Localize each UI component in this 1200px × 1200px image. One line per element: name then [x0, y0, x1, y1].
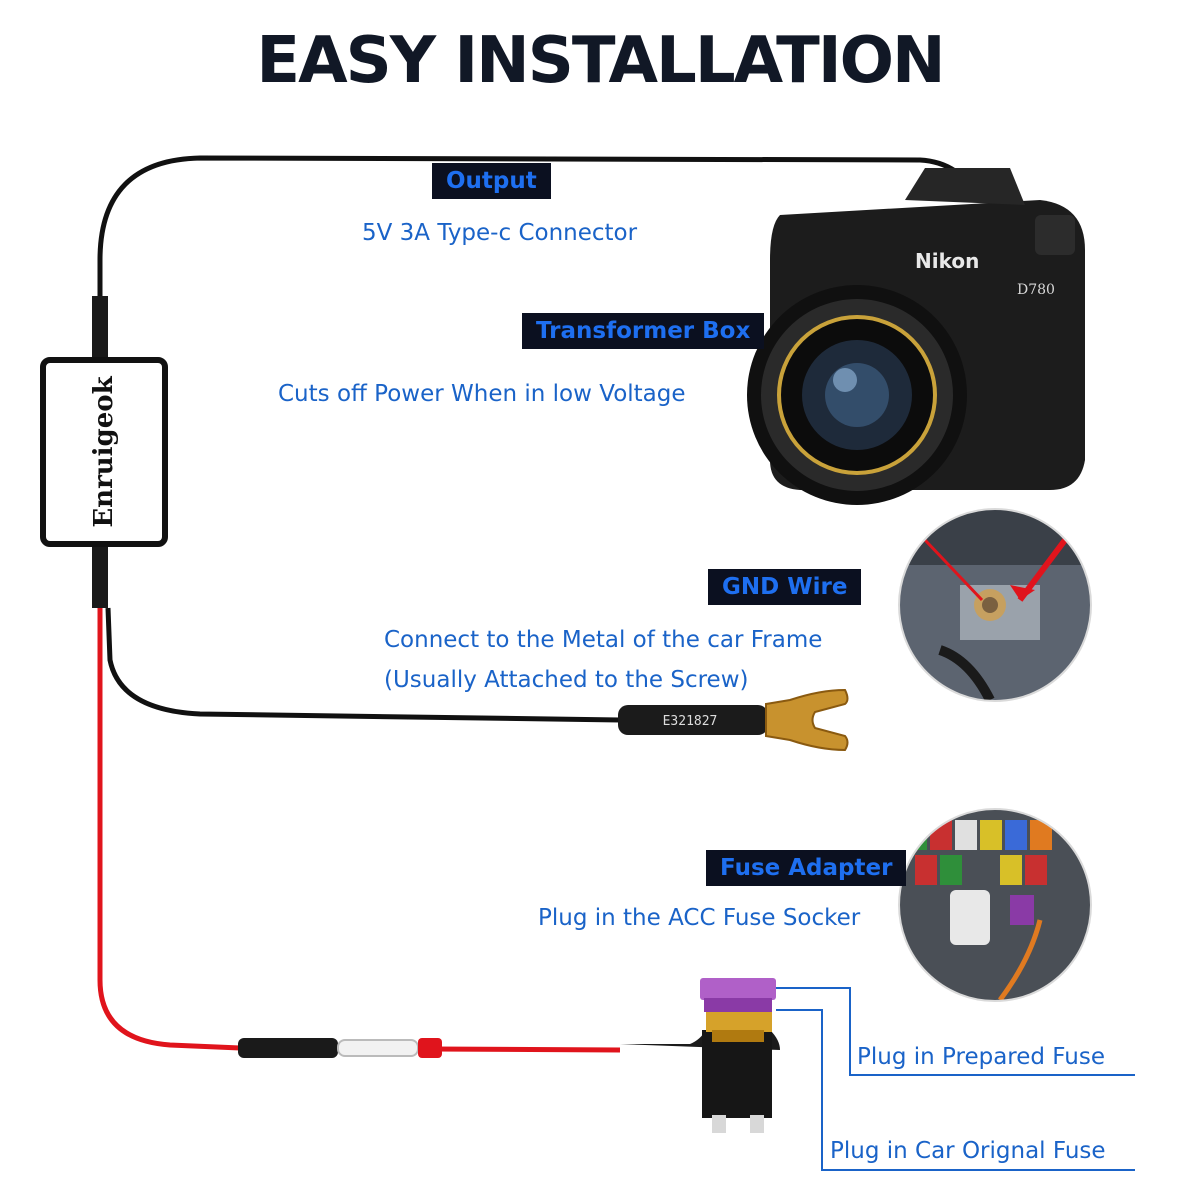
strain-relief-bottom: [92, 546, 108, 608]
page-title: EASY INSTALLATION: [256, 24, 945, 98]
gnd-photo: [899, 509, 1091, 701]
spade-terminal-icon: [765, 688, 849, 752]
fuse-tap-adapter-icon: [620, 978, 780, 1133]
box-brand-label: Enruigeok: [89, 376, 119, 528]
strain-relief-top: [92, 296, 108, 358]
original-fuse-label: Plug in Car Orignal Fuse: [830, 1138, 1106, 1164]
fuse-box-photo: [899, 809, 1091, 1001]
red-power-wire: [97, 608, 621, 1053]
gnd-desc-line1: Connect to the Metal of the car Frame: [384, 627, 823, 653]
camera-icon: Nikon D780: [747, 168, 1085, 505]
camera-model-text: D780: [1017, 282, 1055, 298]
transformer-box: Enruigeok: [40, 357, 168, 547]
gnd-desc-line2: (Usually Attached to the Screw): [384, 667, 749, 693]
fuse-desc: Plug in the ACC Fuse Socker: [538, 905, 861, 931]
transformer-desc: Cuts off Power When in low Voltage: [278, 381, 686, 407]
gnd-tag: GND Wire: [708, 569, 862, 605]
inline-fuse-holder: [238, 1038, 338, 1058]
prepared-fuse-label: Plug in Prepared Fuse: [857, 1044, 1105, 1070]
black-ground-wire: [105, 607, 621, 723]
camera-brand-text: Nikon: [915, 249, 979, 273]
output-tag: Output: [432, 163, 551, 199]
leader-line-prepared: [776, 987, 1135, 1076]
inline-fuse-glass: [337, 1039, 419, 1057]
ground-connector-sleeve: [618, 705, 768, 735]
transformer-tag: Transformer Box: [522, 313, 765, 349]
output-desc: 5V 3A Type-c Connector: [362, 220, 638, 246]
fuse-tag: Fuse Adapter: [706, 850, 907, 886]
inline-fuse-cap: [418, 1038, 442, 1058]
leader-line-original: [776, 1009, 1135, 1171]
connector-print-text: E321827: [663, 714, 718, 729]
